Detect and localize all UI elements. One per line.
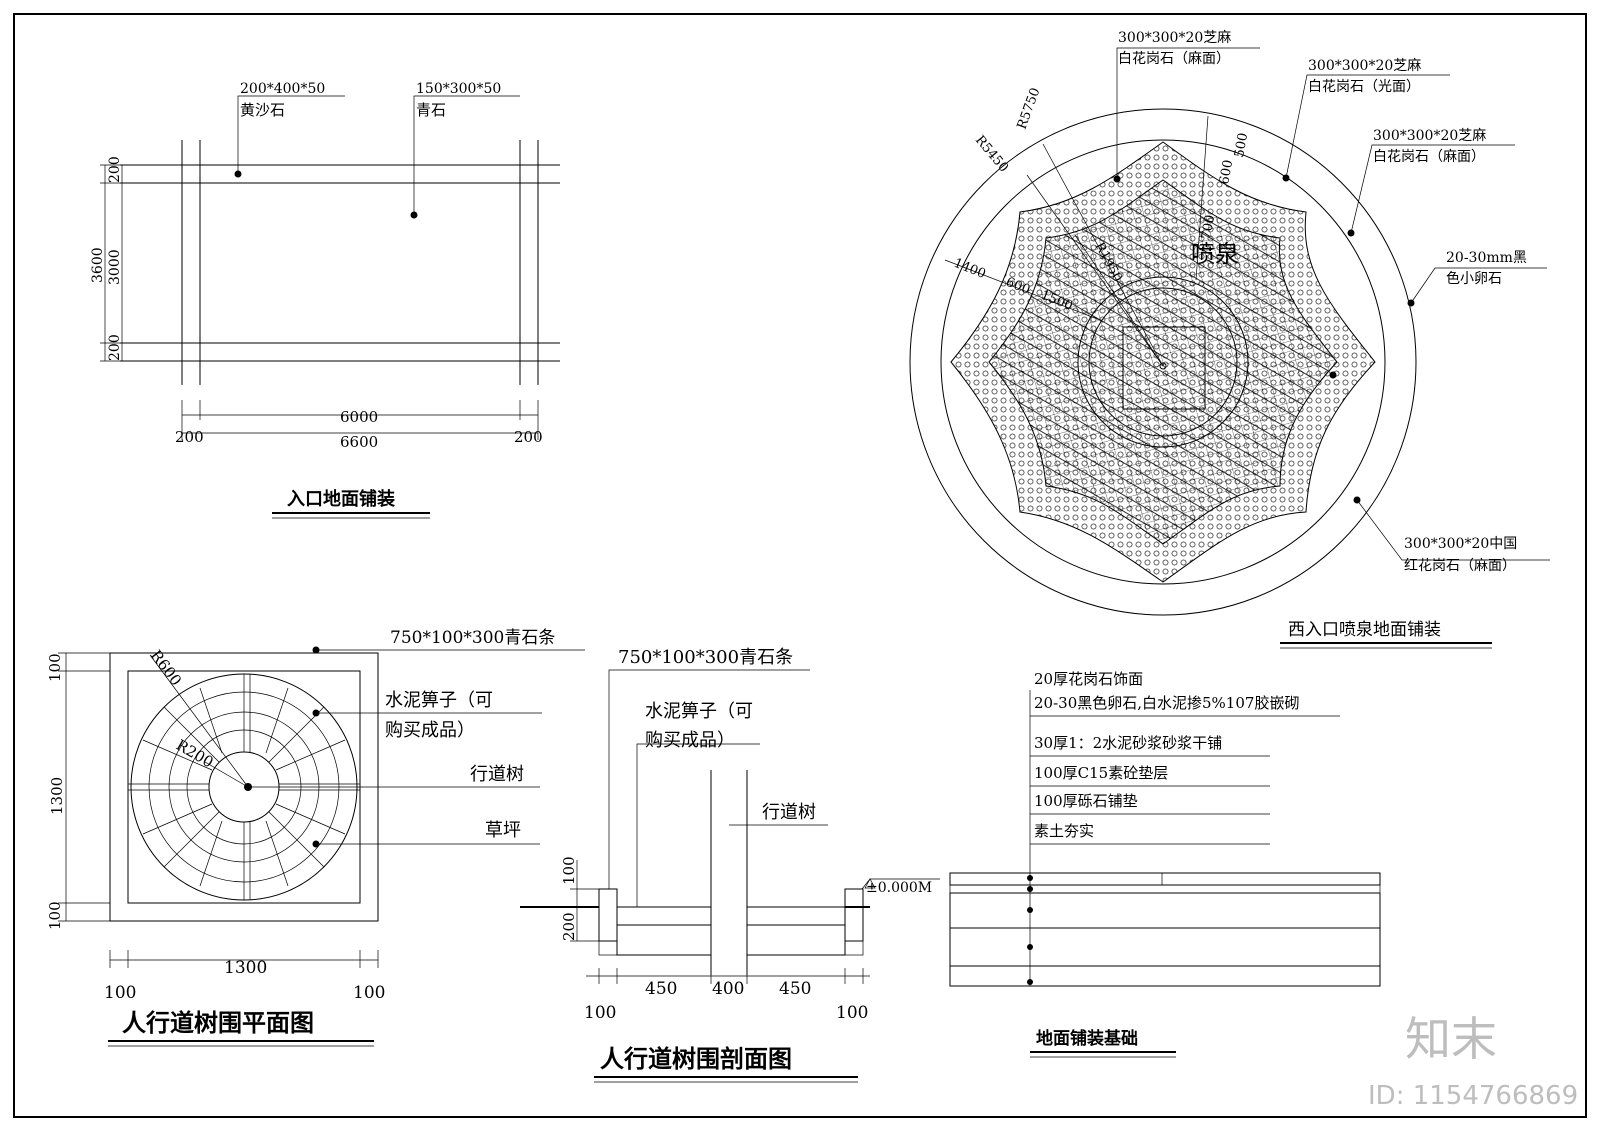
label-size-2: 150*300*50 <box>416 81 501 97</box>
label-mat-2: 青石 <box>416 101 446 119</box>
section-dim-400: 400 <box>712 979 744 999</box>
granite-ring <box>940 139 1386 585</box>
section-dim-100: 100 <box>560 856 578 885</box>
section-label-grate-b: 购买成品） <box>645 730 735 751</box>
fountain-ring-inner <box>1088 287 1238 437</box>
plan-label-lawn: 草坪 <box>485 820 521 841</box>
fountain-label-3b: 白花岗石（麻面） <box>1373 149 1485 165</box>
tree-section-title: 人行道树围剖面图 <box>600 1045 792 1073</box>
dim-100-top: 100 <box>46 653 64 682</box>
brick-field <box>199 182 521 344</box>
dim-100-right: 100 <box>353 983 385 1003</box>
fountain-ring-outer <box>1077 276 1249 448</box>
tree-plan-title: 人行道树围平面图 <box>122 1009 314 1037</box>
fountain-label-3a: 300*300*20芝麻 <box>1373 128 1486 144</box>
dim-100-bottom: 100 <box>46 901 64 930</box>
dim-6600: 6600 <box>340 433 378 451</box>
section-dim-450-right: 450 <box>779 979 811 999</box>
layer-concrete <box>949 892 1381 929</box>
section-label-stone: 750*100*300青石条 <box>618 647 793 668</box>
fountain-label-5b: 红花岗石（麻面） <box>1404 558 1516 574</box>
plan-label-stone: 750*100*300青石条 <box>390 628 555 648</box>
fountain-label-2a: 300*300*20芝麻 <box>1308 58 1421 74</box>
curb-left <box>598 888 618 942</box>
tree-pit-plan: R600 R200 750*100*300青石条 水泥箅子（可 购买成品） 行道… <box>46 628 585 1047</box>
fountain-label-4a: 20-30mm黑 <box>1446 250 1527 266</box>
paving-base-section: 20厚花岗石饰面 20-30黑色卵石,白水泥掺5%107胶嵌砌 30厚1：2水泥砂浆… <box>949 670 1381 1058</box>
dim-100-left: 100 <box>104 983 136 1003</box>
radius-5750: R5750 <box>1015 86 1044 131</box>
layer-soil <box>949 965 1381 987</box>
brand-id: ID: 1154766869 <box>1368 1081 1578 1111</box>
dim-700: 700 <box>1199 214 1218 241</box>
dim-500: 500 <box>1232 132 1251 159</box>
plan-label-grate-a: 水泥箅子（可 <box>385 690 493 711</box>
section-dim-100-right: 100 <box>836 1003 868 1023</box>
dim-200-left: 200 <box>175 428 204 446</box>
sheet-border <box>13 13 1587 1118</box>
curb-right <box>844 888 864 942</box>
dim-3000: 3000 <box>107 249 123 285</box>
fountain-paving-plan: R5750 R5450 R1950 600 500 700 1400 600 1… <box>909 30 1550 649</box>
brand-logo: 知末 <box>1405 1012 1497 1066</box>
dim-200-right: 200 <box>514 428 543 446</box>
dim-1300-vertical: 1300 <box>48 777 66 815</box>
layer-gravel <box>949 927 1381 967</box>
dim-1300-horizontal: 1300 <box>224 958 267 978</box>
dim-3600: 3600 <box>90 247 106 283</box>
entrance-title: 入口地面铺装 <box>287 488 395 510</box>
dim-200-top: 200 <box>107 156 123 183</box>
dim-200-bottom: 200 <box>107 334 123 361</box>
label-mat-1: 黄沙石 <box>240 101 285 119</box>
level-mark: ±0.000M <box>866 880 932 896</box>
entrance-paving-plan: 200*400*50 黄沙石 150*300*50 青石 3600 3000 2… <box>90 81 560 519</box>
fountain-label-1b: 白花岗石（麻面） <box>1118 51 1230 67</box>
fountain-label-5a: 300*300*20中国 <box>1404 536 1517 552</box>
outer-pebble-ring <box>909 108 1417 616</box>
fountain-title: 西入口喷泉地面铺装 <box>1288 620 1441 640</box>
base-layer-label: 30厚1：2水泥砂浆砂浆干铺 <box>1034 734 1222 752</box>
section-dim-200: 200 <box>560 912 578 941</box>
base-layer-label: 20-30黑色卵石,白水泥掺5%107胶嵌砌 <box>1034 694 1299 712</box>
base-layer-label: 20厚花岗石饰面 <box>1034 670 1143 688</box>
layer-mortar <box>949 884 1381 894</box>
dim-600: 600 <box>1217 159 1236 186</box>
fountain-label: 喷泉 <box>1191 240 1239 268</box>
base-layer-label: 100厚C15素砼垫层 <box>1034 764 1168 782</box>
fountain-basin <box>1122 326 1206 410</box>
plan-label-tree: 行道树 <box>470 764 524 785</box>
dim-6000: 6000 <box>340 408 378 426</box>
fountain-label-2b: 白花岗石（光面） <box>1308 79 1420 95</box>
base-layer-label: 素土夯实 <box>1034 822 1094 840</box>
section-dim-100-left: 100 <box>584 1003 616 1023</box>
section-dim-450-left: 450 <box>645 979 677 999</box>
plan-label-grate-b: 购买成品） <box>385 720 475 741</box>
label-size-1: 200*400*50 <box>240 81 325 97</box>
fountain-label-1a: 300*300*20芝麻 <box>1118 30 1231 46</box>
section-label-tree: 行道树 <box>762 802 816 823</box>
base-title: 地面铺装基础 <box>1036 1028 1138 1049</box>
fountain-label-4b: 色小卵石 <box>1446 270 1502 287</box>
base-layer-label: 100厚砾石铺垫 <box>1034 792 1138 810</box>
star-inner <box>988 179 1338 545</box>
section-label-grate-a: 水泥箅子（可 <box>645 701 753 722</box>
radius-5450: R5450 <box>972 133 1011 175</box>
layer-granite <box>949 872 1381 886</box>
tree-pit-section: 750*100*300青石条 水泥箅子（可 购买成品） 行道树 ±0.000M … <box>520 647 940 1083</box>
